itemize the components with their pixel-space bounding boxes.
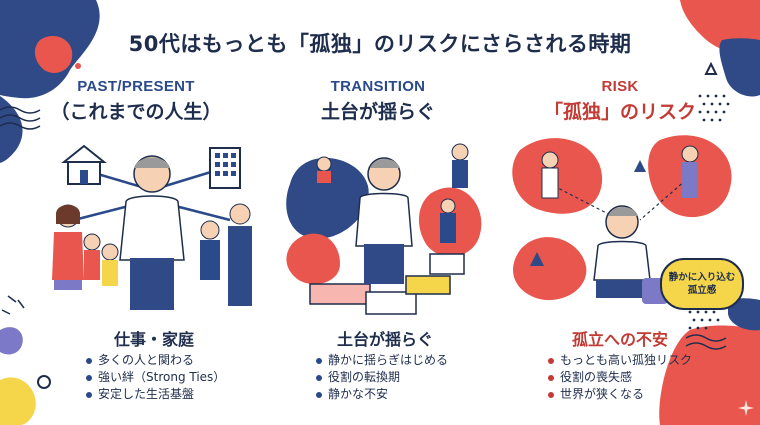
speech-bubble-line: 静かに入り込む	[668, 272, 736, 283]
bullet-dot	[548, 374, 554, 381]
list-item-text: 多くの人と関わる	[98, 353, 195, 367]
speech-bubble-line: 孤立感	[687, 285, 717, 296]
bullet-dot	[86, 374, 92, 381]
section-title-work-family: 仕事・家庭	[113, 330, 194, 349]
bullet-dot	[316, 357, 322, 364]
bullet-dot	[548, 391, 554, 398]
column-eyebrow: PAST/PRESENT	[77, 78, 195, 95]
list-item-text: 静かに揺らぎはじめる	[328, 353, 449, 367]
column-transition: TRANSITION 土台が揺らぐ	[258, 78, 498, 124]
list-item: 世界が狭くなる	[548, 386, 692, 403]
list-item-text: 強い絆（Strong Ties）	[98, 370, 226, 384]
bullet-dot	[316, 391, 322, 398]
list-item: 役割の転換期	[316, 369, 448, 386]
list-item: 多くの人と関わる	[86, 352, 225, 369]
bullet-list-risk: もっとも高い孤独リスク 役割の喪失感 世界が狭くなる	[548, 352, 692, 403]
section-title-isolation: 孤立への不安	[571, 330, 668, 349]
list-item-text: 役割の転換期	[328, 370, 401, 384]
column-past-present: PAST/PRESENT （これまでの人生）	[16, 78, 256, 124]
bullet-dot	[316, 374, 322, 381]
page-title: 50代はもっとも「孤独」のリスクにさらされる時期	[128, 32, 632, 56]
list-item: もっとも高い孤独リスク	[548, 352, 692, 369]
bullet-dot	[548, 357, 554, 364]
column-eyebrow: TRANSITION	[330, 78, 426, 95]
list-item-text: 安定した生活基盤	[98, 387, 195, 401]
isolation-illustration	[512, 135, 732, 304]
column-subtitle: （これまでの人生）	[50, 101, 222, 123]
list-item-text: 静かな不安	[328, 387, 389, 401]
column-subtitle: 「孤独」のリスク	[543, 101, 696, 123]
bullet-dot	[86, 391, 92, 398]
building-icon	[209, 147, 241, 189]
list-item-text: 役割の喪失感	[560, 370, 633, 384]
column-risk: RISK 「孤独」のリスク	[500, 78, 740, 124]
house-icon	[61, 144, 107, 185]
family-work-illustration	[52, 144, 252, 310]
column-eyebrow: RISK	[601, 78, 639, 95]
list-item-text: もっとも高い孤独リスク	[560, 353, 693, 367]
list-item: 静かな不安	[316, 386, 448, 403]
bullet-dot	[86, 357, 92, 364]
section-title-foundation: 土台が揺らぐ	[336, 330, 433, 349]
speech-bubble: 静かに入り込む 孤立感	[660, 258, 744, 310]
bullet-list-past: 多くの人と関わる 強い絆（Strong Ties） 安定した生活基盤	[86, 352, 225, 403]
list-item: 強い絆（Strong Ties）	[86, 369, 225, 386]
transition-illustration	[286, 143, 482, 315]
sparkle-icon	[738, 400, 754, 416]
list-item-text: 世界が狭くなる	[560, 387, 645, 401]
list-item: 役割の喪失感	[548, 369, 692, 386]
list-item: 静かに揺らぎはじめる	[316, 352, 448, 369]
list-item: 安定した生活基盤	[86, 386, 225, 403]
bullet-list-transition: 静かに揺らぎはじめる 役割の転換期 静かな不安	[316, 352, 448, 403]
column-subtitle: 土台が揺らぐ	[320, 101, 435, 123]
